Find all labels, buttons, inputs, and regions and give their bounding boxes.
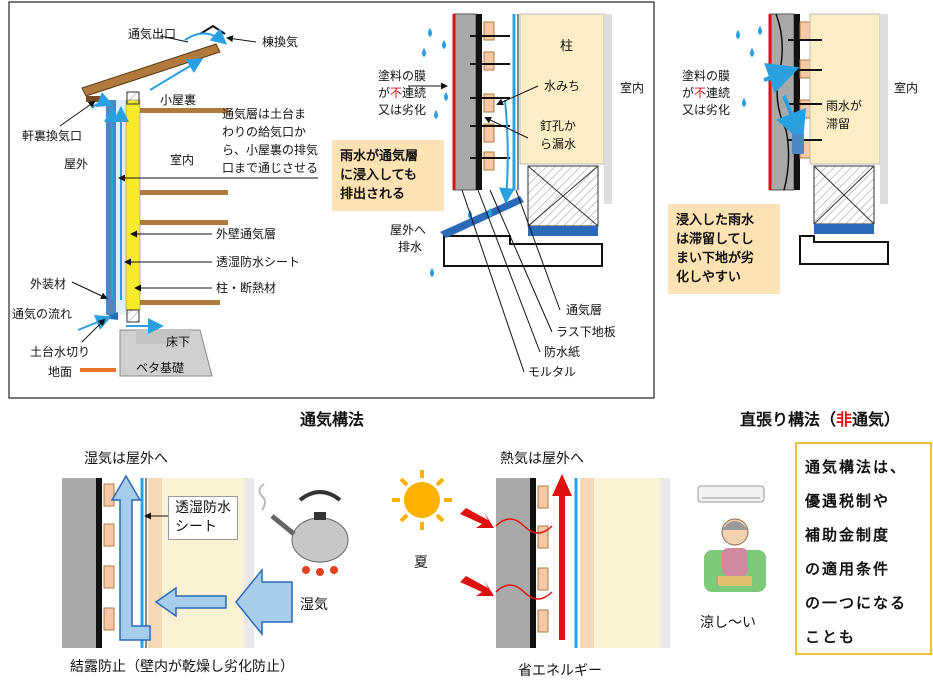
label-sill-flashing: 土台水切り <box>30 344 90 359</box>
mid-note-line-2: に浸入しても <box>340 168 417 183</box>
caption-direct: 直張り構法（非通気） <box>740 410 901 429</box>
mid-paint-line-1: 塗料の膜 <box>378 68 426 83</box>
right-indoor: 室内 <box>894 80 918 95</box>
caption-ventilated: 通気構法 <box>300 410 365 429</box>
summary-line-4: の適用条件 <box>805 560 891 578</box>
mid-nail-leak-1: 釘孔か <box>540 118 576 133</box>
mid-drain-1: 屋外へ <box>390 223 426 237</box>
right-paint-line-2: が不連続 <box>682 85 730 100</box>
mid-nail-leak-2: ら漏水 <box>540 137 576 151</box>
bottom-middle-caption: 省エネルギー <box>518 663 602 679</box>
middle-wall-section <box>408 13 612 373</box>
summary-line-1: 通気構法は、 <box>805 458 908 476</box>
right-note-line-1: 浸入した雨水 <box>676 213 755 228</box>
summary-box: 通気構法は、 優遇税制や 補助金制度 の適用条件 の一つになる ことも <box>795 442 932 655</box>
summary-line-2: 優遇税制や <box>805 492 891 510</box>
mid-drain-2: 排水 <box>398 240 422 254</box>
bottom-left-title: 湿気は屋外へ <box>84 451 168 467</box>
mid-indoor: 室内 <box>620 80 644 95</box>
vent-note-line-3: ら、小屋裏の排気 <box>222 142 318 157</box>
membrane-box-line-2: シート <box>175 519 217 535</box>
label-airflow: 通気の流れ <box>12 306 72 321</box>
mid-vent-layer: 通気層 <box>566 302 602 317</box>
summary-line-5: の一つになる <box>805 594 908 612</box>
right-paint-line-1: 塗料の膜 <box>682 68 730 83</box>
right-note-line-2: は滞留してし <box>676 232 754 247</box>
right-rain-stays-2: 滞留 <box>826 117 850 131</box>
summer-label: 夏 <box>414 555 428 571</box>
vent-note-line-1: 通気層は土台ま <box>222 106 306 121</box>
mid-waterproof-paper: 防水紙 <box>544 344 580 359</box>
label-eave-vent: 軒裏換気口 <box>22 128 82 143</box>
insulation-wall <box>125 99 141 311</box>
right-note-line-3: まい下地が劣 <box>676 251 755 266</box>
label-outdoor: 屋外 <box>64 157 88 171</box>
mid-note-line-1: 雨水が通気層 <box>340 149 419 164</box>
summary-line-6: ことも <box>805 628 857 646</box>
mid-mortar: モルタル <box>528 365 576 379</box>
membrane-box: 透湿防水 シート <box>168 496 238 540</box>
mid-column-label: 柱 <box>560 39 573 54</box>
label-wall-vent-layer: 外壁通気層 <box>216 226 276 241</box>
mid-note-line-3: 排出される <box>340 187 406 202</box>
waterproof-paper-layer <box>476 14 482 190</box>
heat-diagram <box>392 470 766 648</box>
label-ridge-vent: 棟換気 <box>262 34 298 49</box>
right-wall-section <box>736 13 889 265</box>
right-rain-stays-1: 雨水が <box>826 98 862 113</box>
label-column-insulation: 柱・断熱材 <box>216 280 276 295</box>
label-vent-outlet: 通気出口 <box>128 26 176 41</box>
mid-paint-line-2: が不連続 <box>378 85 426 100</box>
right-note-line-4: 化しやすい <box>676 270 741 285</box>
label-indoor: 室内 <box>170 152 194 167</box>
bottom-middle-title: 熱気は屋外へ <box>500 451 584 467</box>
right-paint-line-3: 又は劣化 <box>682 103 730 117</box>
label-floor-under: 床下 <box>166 335 190 349</box>
label-exterior-material: 外装材 <box>30 277 66 291</box>
mid-lath-board: ラス下地板 <box>556 325 616 339</box>
label-membrane: 透湿防水シート <box>216 254 300 269</box>
summary-line-3: 補助金制度 <box>805 526 891 544</box>
membrane-box-line-1: 透湿防水 <box>175 500 231 516</box>
label-attic: 小屋裏 <box>160 92 196 107</box>
vent-note-line-2: わりの給気口か <box>222 124 306 139</box>
bottom-left-caption: 結露防止（壁内が乾燥し劣化防止） <box>70 659 294 675</box>
mid-water-path: 水みち <box>544 79 580 93</box>
label-ground: 地面 <box>48 365 72 379</box>
mortar-layer <box>453 13 477 191</box>
right-note-box: 浸入した雨水 は滞留してし まい下地が劣 化しやすい <box>668 204 780 294</box>
left-wall-section <box>59 24 318 377</box>
mid-note-box: 雨水が通気層 に浸入しても 排出される <box>332 140 444 211</box>
moisture-label: 湿気 <box>300 597 328 613</box>
top-frame <box>8 1 655 399</box>
cool-label: 涼し〜い <box>700 615 756 631</box>
vent-note-line-4: 口まで通じさせる <box>222 161 318 175</box>
label-foundation: ベタ基礎 <box>136 361 184 375</box>
mid-paint-line-3: 又は劣化 <box>378 103 426 117</box>
